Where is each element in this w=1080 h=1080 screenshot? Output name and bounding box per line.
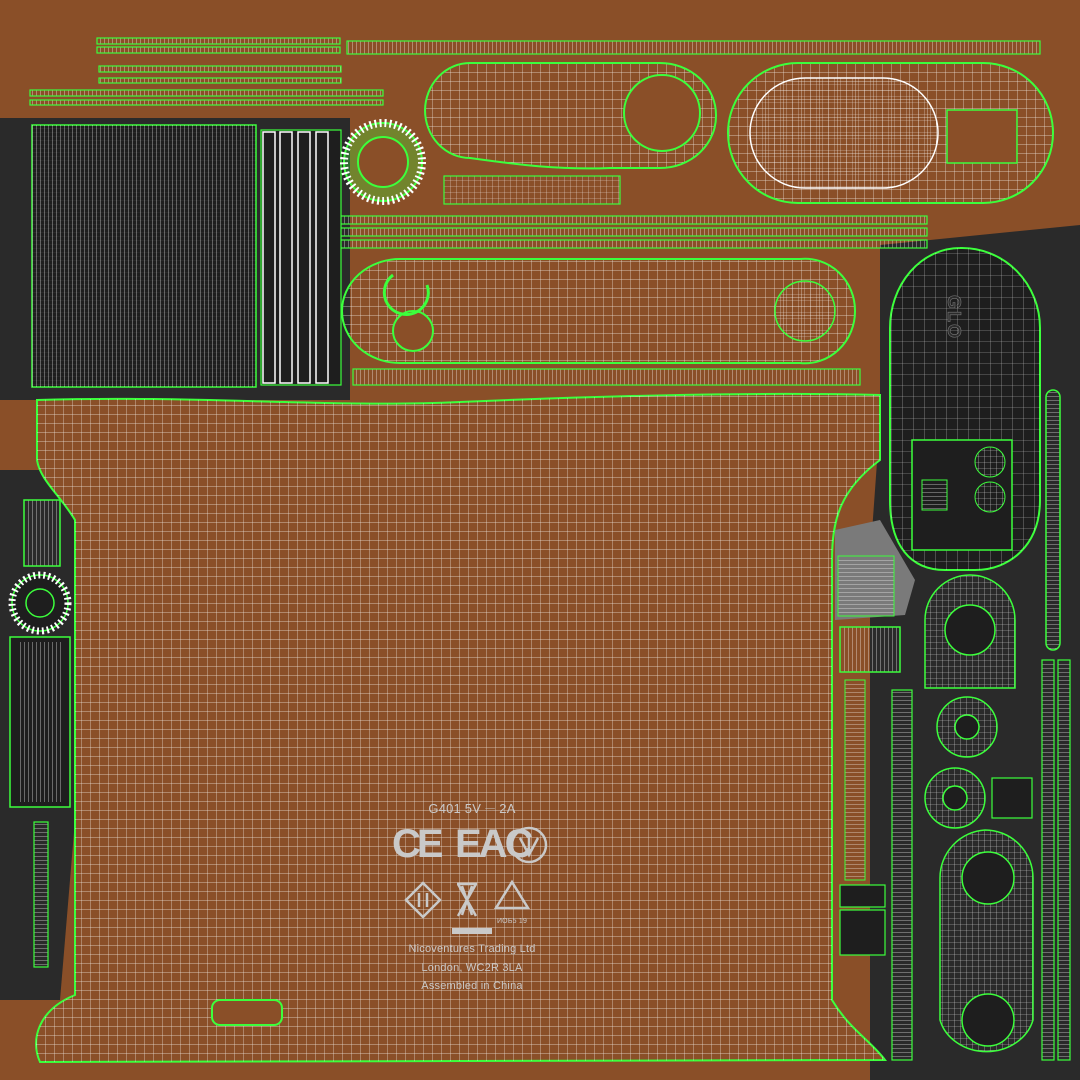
model-rating-text: G401 5V ⎓ 2A xyxy=(428,801,516,816)
top-oval-part xyxy=(727,62,1054,204)
ce-mark: CE xyxy=(392,822,444,866)
cert-code-text: ИОБ5 19 xyxy=(496,918,528,925)
eac-mark: EAC xyxy=(455,822,533,866)
top-pill-part xyxy=(423,62,718,170)
right-lower-parts xyxy=(837,555,1071,1061)
compliance-symbols xyxy=(404,826,548,934)
dark-ribbed-panel xyxy=(31,124,342,388)
top-strips xyxy=(29,37,1041,386)
ring-uv xyxy=(340,119,426,205)
left-side-parts xyxy=(8,499,72,968)
brand-text: GLO xyxy=(944,295,965,341)
middle-capsule-part xyxy=(340,257,857,365)
main-body-part xyxy=(35,392,887,1064)
manufacturer-text: Nicoventures Trading Ltd xyxy=(408,943,536,955)
assembly-text: Assembled in China xyxy=(421,980,523,992)
address-text: London, WC2R 3LA xyxy=(421,962,523,974)
right-shell-capsule xyxy=(889,246,1061,651)
